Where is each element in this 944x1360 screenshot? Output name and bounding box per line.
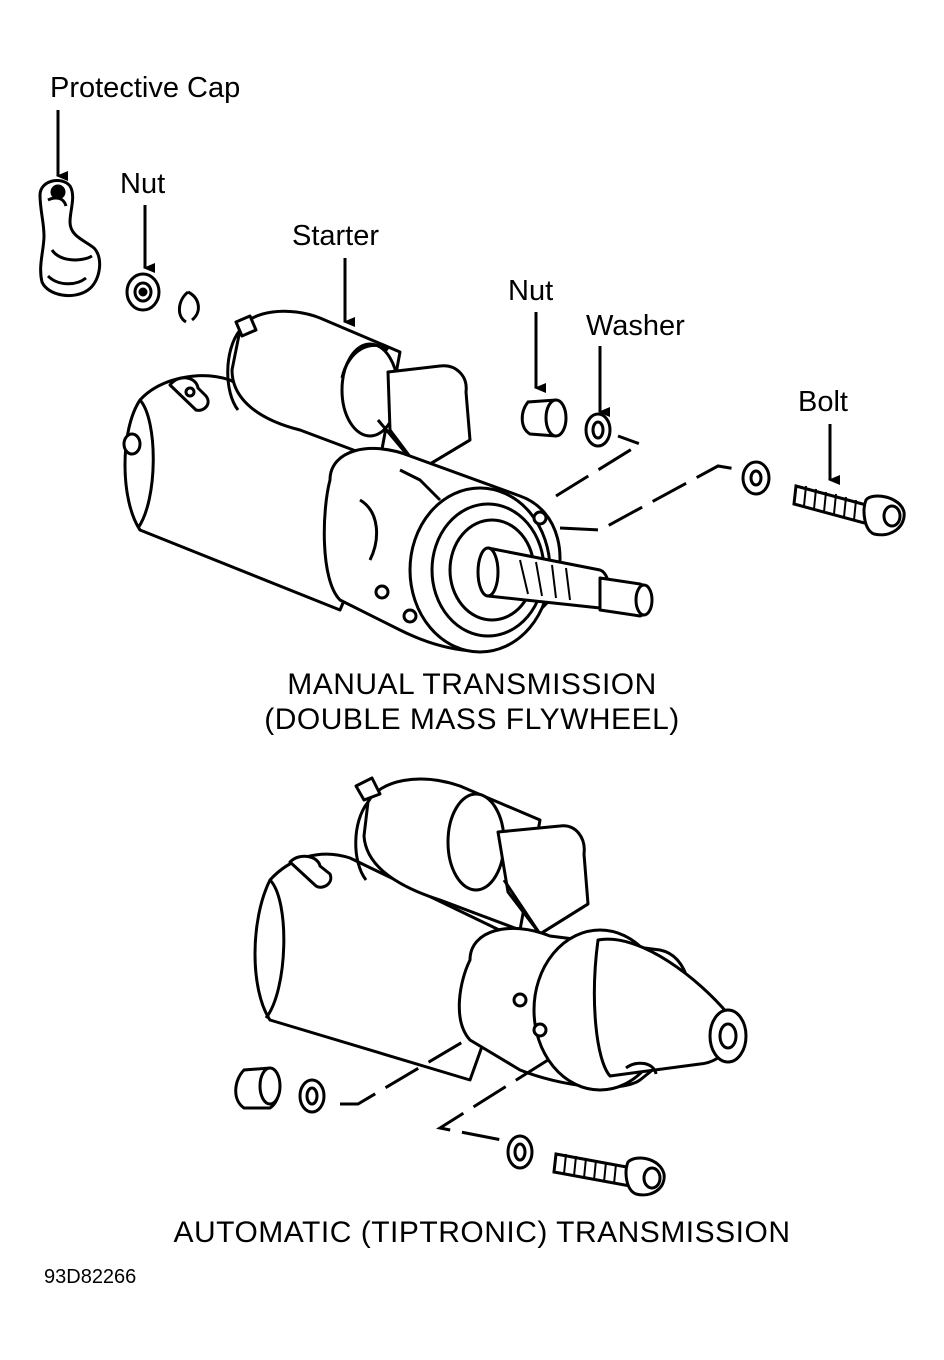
assembly-lines-automatic	[340, 1038, 549, 1142]
protective-cap-label: Protective Cap	[50, 72, 241, 104]
left-nut-part	[125, 272, 161, 312]
protective-cap-part	[38, 179, 102, 298]
leader-arrows	[56, 110, 840, 485]
auto-nut-part	[234, 1066, 282, 1110]
auto-washer-part	[298, 1078, 326, 1114]
nut-left-label: Nut	[120, 168, 166, 200]
auto-bolt-part	[552, 1152, 666, 1197]
starter-manual	[122, 309, 654, 654]
automatic-caption: AUTOMATIC (TIPTRONIC) TRANSMISSION	[173, 1216, 791, 1249]
washer-part	[584, 412, 612, 448]
figure-code: 93D82266	[44, 1266, 137, 1288]
starter-label: Starter	[292, 220, 380, 252]
assembly-lines-manual	[555, 434, 743, 532]
nut-right-label: Nut	[508, 275, 554, 307]
retaining-clip	[178, 290, 200, 324]
auto-lower-washer-part	[506, 1134, 534, 1170]
starter-automatic	[253, 776, 748, 1092]
manual-caption-line1: MANUAL TRANSMISSION	[287, 668, 657, 701]
manual-caption-line2: (DOUBLE MASS FLYWHEEL)	[264, 703, 680, 736]
bolt-label: Bolt	[798, 386, 848, 418]
bolt-part	[792, 484, 906, 537]
washer-label: Washer	[586, 310, 685, 342]
right-washer-part	[741, 460, 771, 496]
right-nut-part	[520, 398, 568, 438]
